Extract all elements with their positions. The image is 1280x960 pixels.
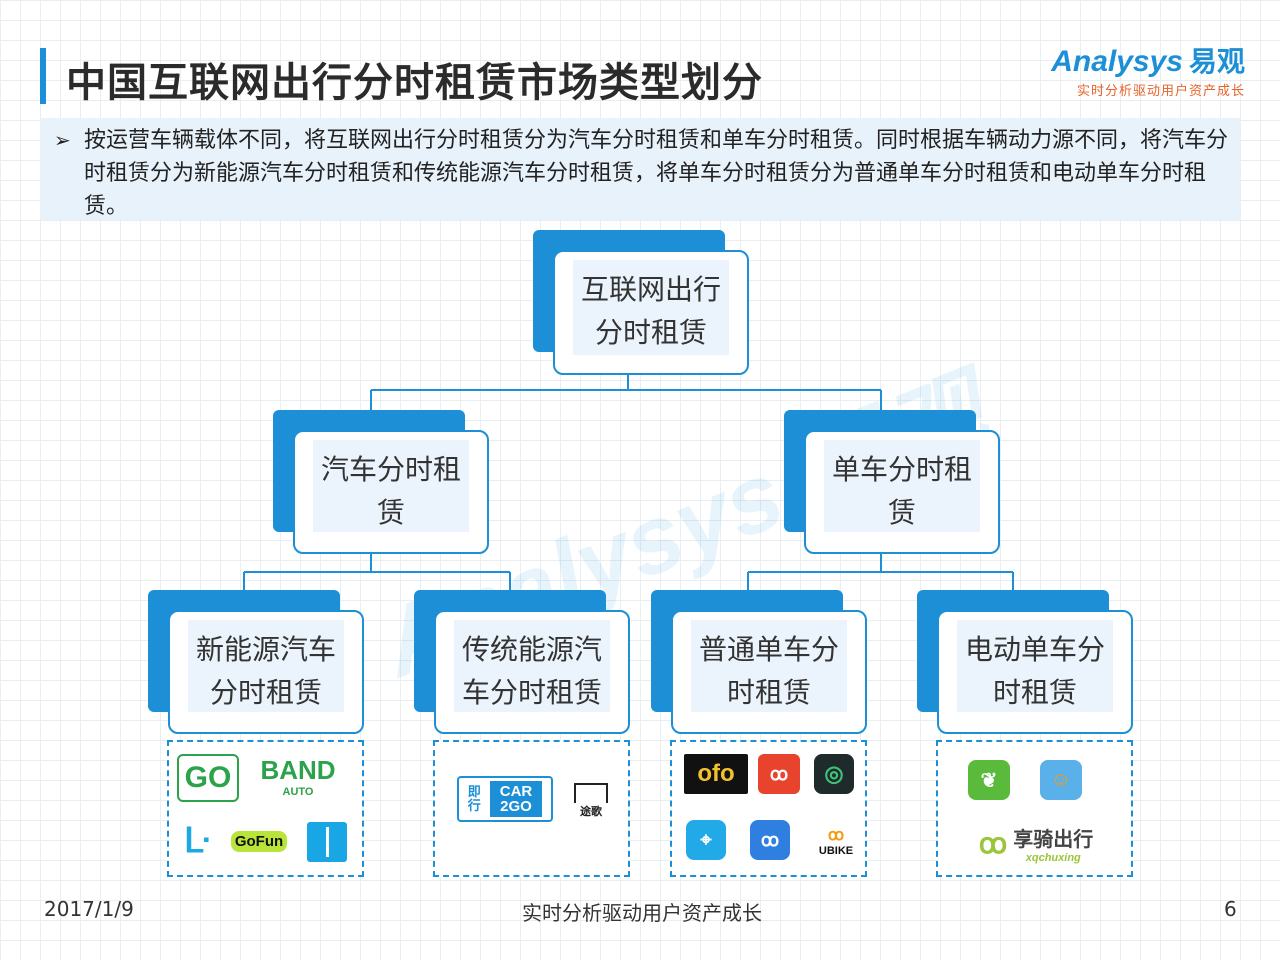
location-pin-icon: ⌖ (700, 828, 712, 851)
band-logo-sub: AUTO (282, 785, 314, 798)
green-q-logo: ◎ (814, 754, 854, 794)
node-root-line1: 互联网出行 (580, 273, 721, 306)
connector-car (243, 553, 511, 590)
jixing-car2go-logo: 即行 CAR 2GO (457, 776, 553, 822)
go-logo-text: GO (184, 761, 232, 794)
gofun-logo-text: GoFun (230, 830, 288, 852)
logos-fuel-car: 即行 CAR 2GO 途歌 (433, 740, 630, 877)
node-e-bike-line1: 电动单车分 (964, 633, 1105, 666)
blue-square-logo (307, 822, 347, 862)
blue-bike-logo: ꝏ (750, 820, 790, 860)
ubike-bike-icon: ꝏ (827, 827, 845, 844)
node-car-line1: 汽车分时租 (320, 453, 461, 486)
bike-icon: ꝏ (760, 829, 780, 850)
logo-slogan: 实时分析驱动用户资产成长 (1076, 84, 1245, 99)
node-root-line2: 分时租赁 (594, 316, 707, 349)
title-accent-bar (40, 48, 46, 104)
le-logo: ᒷ (179, 820, 215, 862)
logo-brand-cn: 易观 (1188, 45, 1245, 78)
intro-box: ➢ 按运营车辆载体不同，将互联网出行分时租赁分为汽车分时租赁和单车分时租赁。同时… (40, 118, 1240, 220)
blue-square-icon (325, 827, 329, 857)
band-auto-logo: BAND AUTO (243, 752, 353, 800)
blue-pin-logo: ⌖ (686, 820, 726, 860)
node-car-line2: 赁 (376, 496, 405, 529)
ofo-logo: ofo (684, 754, 748, 794)
car2go-bottom: 2GO (500, 798, 532, 815)
node-bike-line1: 单车分时租 (831, 453, 972, 486)
node-normal-bike-line1: 普通单车分 (698, 633, 839, 666)
car2go-text: CAR 2GO (489, 781, 543, 817)
car2go-top: CAR (499, 783, 533, 800)
xq-logo: ꝏ 享骑出行 xqchuxing (948, 822, 1124, 864)
green-q-icon: ◎ (824, 761, 844, 786)
footer-slogan: 实时分析驱动用户资产成长 (522, 901, 762, 925)
intro-text: 按运营车辆载体不同，将互联网出行分时租赁分为汽车分时租赁和单车分时租赁。同时根据… (84, 128, 1229, 219)
node-fuel-car-line2: 车分时租赁 (461, 676, 602, 709)
leaf-icon: ❦ (980, 769, 998, 792)
connector-root (370, 374, 882, 410)
node-ev-car-line2: 分时租赁 (209, 676, 322, 709)
jixing-text: 即行 (467, 784, 481, 813)
ubike-text: UBIKE (818, 845, 854, 857)
band-logo-text: BAND (260, 754, 336, 785)
logos-normal-bike: ofo ꝏ ◎ ⌖ ꝏ ꝏ UBIKE (670, 740, 867, 877)
ofo-logo-text: ofo (697, 760, 735, 787)
node-fuel-car-line1: 传统能源汽 (461, 633, 602, 666)
node-ev-car-line1: 新能源汽车 (195, 633, 336, 666)
node-e-bike-line2: 时租赁 (992, 676, 1077, 709)
bullet-arrow-icon: ➢ (54, 128, 71, 152)
node-bike-line2: 赁 (887, 496, 916, 529)
rider-icon: ☺ (1050, 768, 1072, 791)
connector-bike (747, 553, 1014, 590)
node-bike: 单车分时租 赁 (784, 410, 1000, 554)
gofun-logo: GoFun (229, 818, 289, 864)
tuge-text: 途歌 (580, 806, 602, 818)
page-number: 6 (1224, 897, 1237, 921)
node-ev-car: 新能源汽车 分时租赁 (148, 590, 364, 734)
logos-ev-car: GO BAND AUTO ᒷ GoFun (167, 740, 364, 877)
mobike-logo: ꝏ (758, 754, 800, 794)
node-normal-bike: 普通单车分 时租赁 (651, 590, 867, 734)
node-root: 互联网出行 分时租赁 (533, 230, 749, 375)
tuge-logo: 途歌 (571, 778, 611, 824)
node-normal-bike-line2: 时租赁 (726, 676, 811, 709)
node-fuel-car: 传统能源汽 车分时租赁 (414, 590, 630, 734)
logo-brand: Analysys (1051, 45, 1183, 78)
node-e-bike: 电动单车分 时租赁 (917, 590, 1133, 734)
ubike-logo: ꝏ UBIKE (810, 818, 862, 864)
le-icon: ᒷ (184, 822, 210, 860)
rider-app-logo: ☺ (1040, 760, 1082, 800)
tuge-icon (574, 783, 608, 803)
mobike-icon: ꝏ (769, 763, 789, 784)
xq-bike-icon: ꝏ (978, 827, 1008, 859)
xq-sub-text: xqchuxing (1025, 851, 1081, 864)
logos-e-bike: ❦ ☺ ꝏ 享骑出行 xqchuxing (936, 740, 1133, 877)
xq-text: 享骑出行 (1013, 828, 1094, 851)
green-app-logo: ❦ (968, 760, 1010, 800)
go-logo: GO (177, 754, 239, 802)
node-car: 汽车分时租 赁 (273, 410, 489, 554)
page-title: 中国互联网出行分时租赁市场类型划分 (66, 60, 763, 106)
footer-date: 2017/1/9 (44, 897, 134, 921)
